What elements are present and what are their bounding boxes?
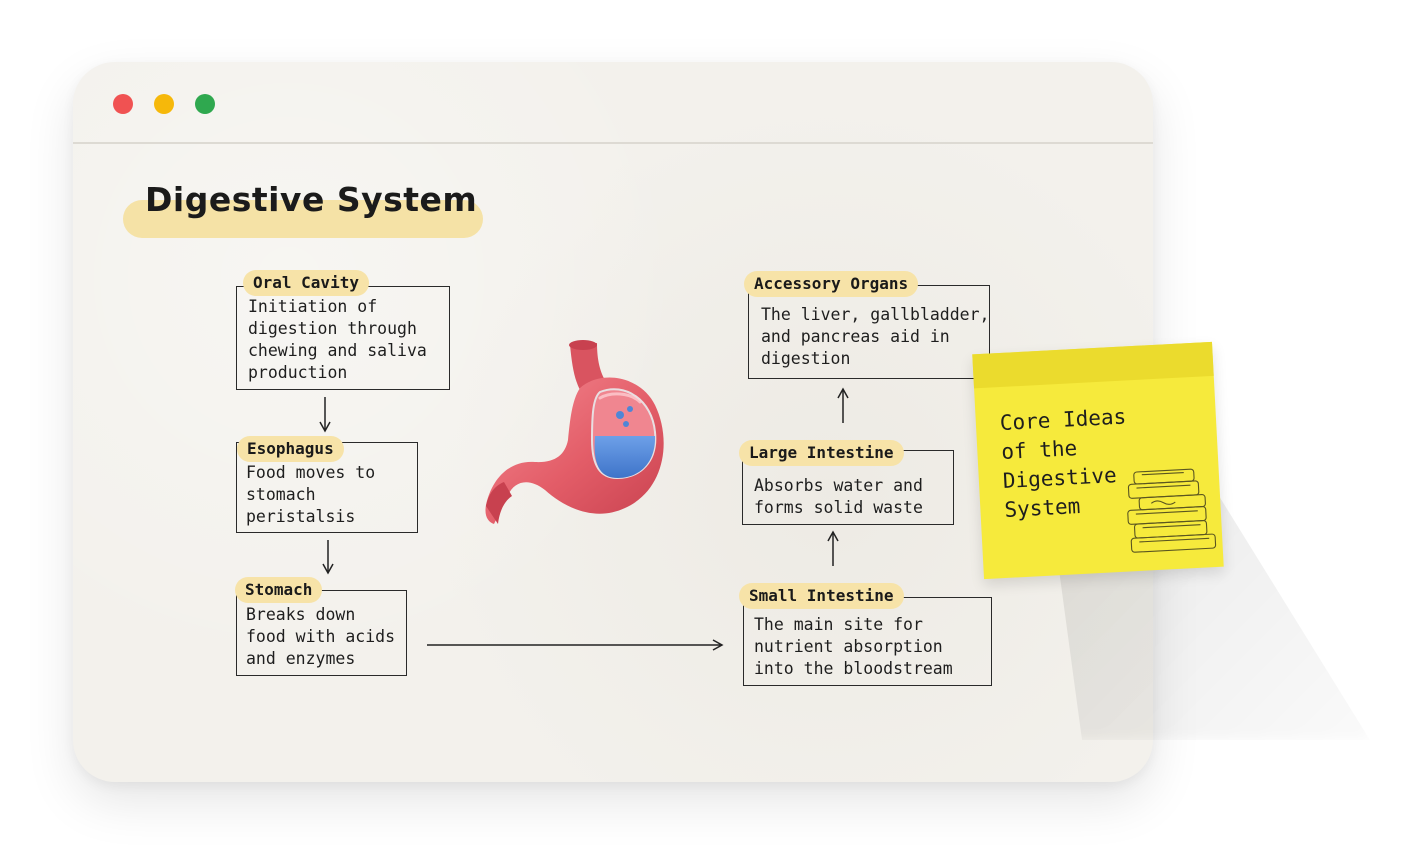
small-intestine-label: Small Intestine: [739, 583, 904, 609]
accessory-organs-label: Accessory Organs: [744, 271, 919, 297]
minimize-window-button[interactable]: [154, 94, 174, 114]
sticky-note: Core Ideas of the Digestive System: [972, 341, 1224, 580]
page-title: Digestive System: [145, 180, 478, 219]
oral-cavity-label: Oral Cavity: [243, 270, 369, 296]
stomach-description: Breaks down food with acids and enzymes: [246, 605, 396, 668]
oral-cavity-description: Initiation of digestion through chewing …: [248, 297, 427, 382]
stomach-label: Stomach: [235, 577, 323, 603]
small-intestine-description: The main site for nutrient absorption in…: [754, 615, 953, 678]
esophagus-description: Food moves to stomach peristalsis: [246, 463, 376, 526]
maximize-window-button[interactable]: [195, 94, 215, 114]
large-intestine-description: Absorbs water and forms solid waste: [754, 476, 923, 517]
esophagus-label: Esophagus: [237, 436, 344, 462]
titlebar-divider: [73, 142, 1153, 144]
close-window-button[interactable]: [113, 94, 133, 114]
accessory-organs-description: The liver, gallbladder, and pancreas aid…: [761, 305, 990, 368]
books-stack-icon: [1127, 468, 1217, 553]
large-intestine-label: Large Intestine: [739, 440, 904, 466]
title-highlight: [123, 200, 483, 238]
